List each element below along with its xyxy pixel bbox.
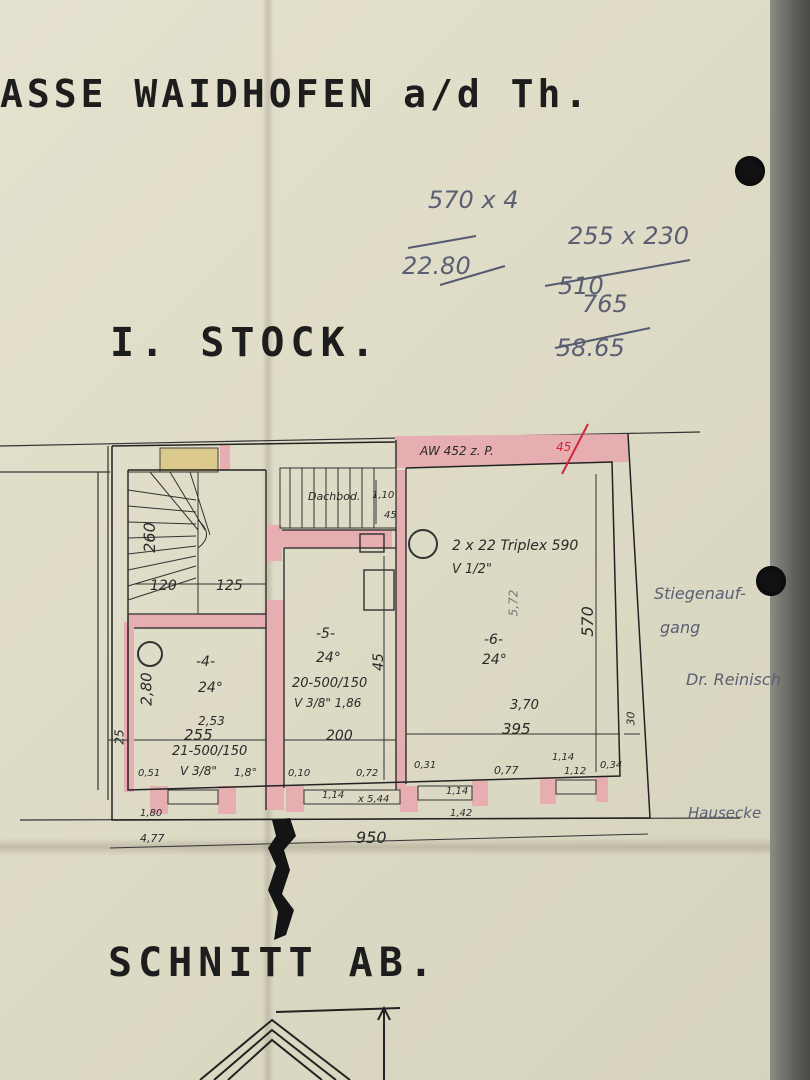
outer-walls: [111, 433, 651, 821]
room6-number: -6-: [484, 632, 504, 648]
stove-room6: [408, 529, 438, 559]
window-jamb-3: [286, 786, 304, 812]
section-roof: [199, 1005, 401, 1080]
calc-line-1: 570 x 4: [428, 186, 519, 214]
red-mark-line: [561, 423, 589, 475]
dim-bottom-950: 950: [356, 828, 387, 847]
room4-number: -4-: [196, 654, 216, 670]
room4-radiator: 21-500/150: [172, 744, 248, 759]
outer-wall-top-left: [111, 441, 396, 447]
window-label-x544: x 5,44: [358, 794, 390, 805]
shaft-box: [363, 569, 395, 611]
windows: [167, 779, 597, 805]
window-jamb-4: [400, 786, 418, 812]
window-label-180: 1,80: [140, 808, 163, 819]
room4-dim-253: 2,53: [198, 714, 225, 728]
room6-valve: V 1/2": [452, 562, 492, 577]
header-title: ASSE WAIDHOFEN a/d Th.: [0, 72, 592, 116]
dimension-lines: [108, 474, 649, 849]
window-jamb-2: [218, 786, 236, 814]
room4-180: 1,8°: [234, 766, 257, 779]
punch-hole-top: [735, 156, 765, 186]
room6-temp: 24°: [482, 652, 507, 668]
wall-partition-a: [266, 525, 282, 561]
table-edge: [770, 0, 810, 1080]
room6-dim-395: 395: [502, 720, 531, 738]
top-wall-label: AW 452 z. P.: [420, 444, 494, 458]
window-label-114c: 1,14: [552, 752, 575, 763]
window-label-114b: 1,14: [446, 786, 469, 797]
calc-underline-2: [439, 265, 506, 286]
window-jamb-5: [472, 780, 488, 806]
staircase-spiral: [127, 471, 211, 615]
window-label-031: 0,31: [414, 760, 437, 771]
stair-dim-120: 120: [150, 578, 177, 594]
stove-room4: [137, 641, 163, 667]
wall-partition-c: [396, 470, 406, 790]
window-jamb-7: [596, 776, 608, 802]
dim-left-477: 4,77: [140, 832, 165, 845]
window-label-077: 0,77: [494, 764, 519, 777]
margin-note-2: gang: [660, 618, 701, 637]
window-label-051: 0,51: [138, 768, 161, 779]
margin-note-4: Hausecke: [688, 804, 762, 822]
room6-radiator: 2 x 22 Triplex 590: [452, 538, 579, 554]
room4-valve: V 3/8": [180, 764, 217, 778]
room4-dim-280: 2,80: [137, 672, 156, 706]
calc-line-3: 255 x 230: [568, 222, 690, 250]
window-label-034: 0,34: [600, 760, 623, 771]
attic-stairs: [279, 467, 397, 529]
window-label-114a: 1,14: [322, 790, 345, 801]
duct-box: [359, 533, 385, 553]
inner-wall-outline: [127, 461, 621, 791]
pink-walls: [124, 434, 628, 814]
dim-110: 1,10: [372, 490, 395, 501]
room6-dim-370: 3,70: [510, 698, 539, 713]
room6-572: 5,72: [506, 589, 521, 617]
calc-line-6: 58.65: [556, 334, 625, 362]
calc-line-2: 22.80: [402, 252, 471, 280]
chimney-block: [159, 447, 219, 473]
window-label-142: 1,42: [450, 808, 473, 819]
floor-title: I. STOCK.: [110, 320, 381, 366]
wall-room5-top: [282, 530, 392, 548]
window-jamb-1: [150, 786, 168, 814]
wall-partition-b: [266, 600, 284, 810]
calc-underline-3: [544, 259, 691, 287]
room4-dim-255: 255: [184, 726, 213, 744]
room5-dim-200: 200: [326, 728, 353, 744]
calc-line-5: 765: [582, 290, 628, 318]
calc-underline-1: [407, 235, 477, 249]
margin-note-1: Stiegenauf-: [654, 584, 746, 603]
window-jamb-6: [540, 778, 556, 804]
section-title: SCHNITT AB.: [108, 940, 439, 986]
window-label-072: 0,72: [356, 768, 379, 779]
window-label-010: 0,10: [288, 768, 311, 779]
outer-wall-outline: [111, 433, 651, 821]
room5-dim-45: 45: [370, 653, 387, 671]
room4-temp: 24°: [198, 680, 223, 696]
red-mark-label: 45: [556, 440, 572, 454]
dim-left-25: 25: [112, 729, 127, 745]
margin-note-3: Dr. Reinisch: [686, 670, 781, 689]
stair-dim-125: 125: [216, 578, 243, 594]
room5-number: -5-: [316, 626, 336, 642]
calc-underline-4: [554, 327, 651, 349]
horizontal-fold: [0, 838, 810, 856]
room5-radiator: 20-500/150: [292, 676, 368, 691]
stair-dim-260: 260: [139, 522, 159, 553]
wall-room4-left: [124, 622, 134, 792]
room5-temp: 24°: [316, 650, 341, 666]
wall-chimney-side: [220, 444, 230, 470]
room5-valve: V 3/8" 1,86: [294, 696, 362, 710]
dim-45-small: 45: [384, 510, 397, 521]
wall-stair-bottom: [128, 614, 266, 628]
paper-tear: [268, 818, 296, 940]
window-label-112: 1,12: [564, 766, 587, 777]
punch-hole-middle: [756, 566, 786, 596]
room6-dim-570: 570: [577, 606, 597, 637]
dachboden-label: Dachbod.: [308, 490, 361, 503]
room6-dim-30: 30: [624, 711, 638, 726]
